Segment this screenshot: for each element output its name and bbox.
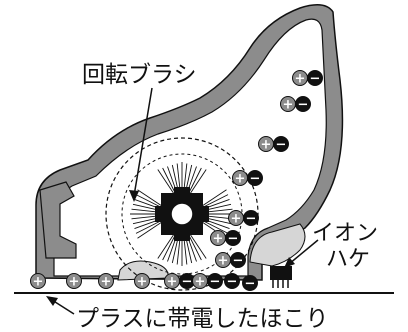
negative-ion: − (247, 170, 263, 187)
plus-sign: + (218, 254, 229, 269)
positive-particle: + (98, 273, 114, 290)
brush-bristles (130, 162, 234, 266)
charged-dust-label: プラスに帯電したほこり (76, 306, 329, 332)
charged-particles: +−+−+−+−+−+−+−+++++−+−−− (30, 70, 323, 292)
rotating-brush-label: 回転ブラシ (82, 62, 197, 88)
brush-bristle (188, 169, 207, 197)
dust-leader-arrowhead (46, 296, 58, 306)
minus-sign: − (228, 232, 239, 247)
positive-particle: + (66, 273, 82, 290)
negative-ion: − (225, 230, 241, 247)
plus-sign: + (137, 275, 148, 290)
negative-ion: − (179, 273, 195, 290)
leader-lines (46, 87, 319, 315)
negative-ion: − (242, 275, 258, 292)
positive-particle: + (228, 210, 244, 227)
brush-bristle (137, 220, 165, 239)
housing-interior (53, 18, 327, 277)
negative-ion: − (295, 96, 311, 113)
plus-sign: + (101, 275, 112, 290)
ionizer-leader-line (288, 239, 319, 265)
positive-particle: + (134, 273, 150, 290)
ion-brush-body (270, 266, 292, 280)
housing-left-bracket (39, 181, 77, 259)
negative-ion: − (273, 136, 289, 153)
ion-brush-label-line1: イオン (312, 221, 378, 246)
negative-ion: − (243, 210, 259, 227)
minus-sign: − (210, 275, 221, 290)
plus-sign: + (195, 275, 206, 290)
minus-sign: − (276, 138, 287, 153)
brush-sweep-circle (105, 137, 259, 291)
positive-particle: + (215, 252, 231, 269)
negative-ion: − (230, 252, 246, 269)
plus-sign: + (283, 98, 294, 113)
minus-sign: − (233, 254, 244, 269)
plus-sign: + (69, 275, 80, 290)
brush-hub-tab-right (201, 206, 209, 222)
brush-bristle (157, 169, 176, 197)
brush-bristle (188, 231, 207, 259)
brush-bristle (137, 189, 165, 208)
positive-particle: + (30, 273, 46, 290)
minus-sign: − (182, 275, 193, 290)
ionizer-leader-arrowhead (284, 257, 295, 268)
plus-sign: + (231, 212, 242, 227)
plus-sign: + (167, 275, 178, 290)
minus-sign: − (245, 277, 256, 292)
positive-particle: + (292, 70, 308, 87)
negative-ion: − (307, 70, 323, 87)
brush-leader-arrowhead (129, 190, 139, 202)
brush-bristle (199, 189, 227, 208)
brush-leader-line (133, 87, 153, 197)
minus-sign: − (227, 275, 238, 290)
positive-particle: + (164, 273, 180, 290)
brush-bristle (157, 231, 176, 259)
cleaner-housing (35, 4, 344, 281)
negative-ion: − (207, 273, 223, 290)
plus-sign: + (235, 172, 246, 187)
ion-brush-label-line2: ハケ (326, 247, 370, 272)
positive-particle: + (210, 230, 226, 247)
plus-sign: + (33, 275, 44, 290)
positive-particle: + (280, 96, 296, 113)
positive-particle: + (258, 136, 274, 153)
rotating-brush (105, 137, 259, 291)
brush-axle (170, 202, 194, 226)
positive-particle: + (192, 273, 208, 290)
plus-sign: + (295, 72, 306, 87)
plus-sign: + (213, 232, 224, 247)
brush-hub-tab-left (155, 206, 163, 222)
negative-ion: − (224, 273, 240, 290)
positive-particle: + (232, 170, 248, 187)
minus-sign: − (298, 98, 309, 113)
plus-sign: + (261, 138, 272, 153)
minus-sign: − (310, 72, 321, 87)
minus-sign: − (246, 212, 257, 227)
ion-brush (270, 266, 292, 288)
brush-hub-tab-bottom (174, 233, 190, 241)
brush-hub-tab-top (174, 187, 190, 195)
dust-leader-line (51, 299, 75, 315)
housing-right-band (249, 223, 306, 267)
minus-sign: − (250, 172, 261, 187)
